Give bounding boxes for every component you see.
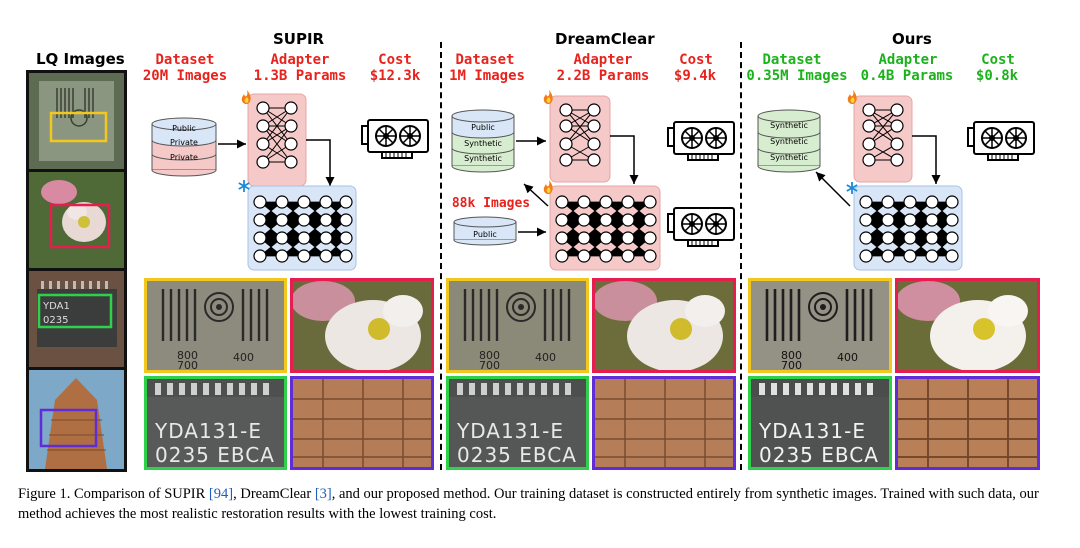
svg-text:0235: 0235 [43, 315, 68, 326]
dreamclear-dataset-value: 1M Images [449, 68, 525, 84]
dreamclear-chip-line-1: YDA131-E [457, 419, 564, 443]
supir-chip-line-2: 0235 EBCA [155, 443, 275, 467]
svg-text:Public: Public [473, 230, 497, 239]
dreamclear-flower-crop [592, 278, 736, 373]
chart-label-700-c: 700 [781, 359, 802, 370]
chart-label-400-a: 400 [233, 351, 254, 364]
chart-label-400-b: 400 [535, 351, 556, 364]
supir-flower-crop [290, 278, 434, 373]
divider-left [440, 42, 442, 470]
lq-images-title: LQ Images [36, 50, 125, 68]
dreamclear-chip-line-2: 0235 EBCA [457, 443, 577, 467]
ours-adapter-label: Adapter [878, 52, 938, 68]
ours-dataset-label: Dataset [762, 52, 822, 68]
lq-image-flower [29, 172, 124, 268]
supir-db-row-3: Private [170, 153, 198, 162]
lq-image-chip: YDA1 0235 [29, 271, 124, 367]
ours-flower-crop [895, 278, 1040, 373]
supir-dataset-label: Dataset [155, 52, 215, 68]
supir-dataset-value: 20M Images [142, 68, 228, 84]
supir-diagram: Public Private Private [151, 90, 429, 271]
chart-label-400-c: 400 [837, 351, 858, 364]
svg-text:Synthetic: Synthetic [464, 139, 502, 148]
dreamclear-temple-crop [592, 376, 736, 470]
supir-results: 800 700 400 YDA131-E 0235 EBCA [144, 278, 434, 470]
supir-database [151, 117, 217, 177]
svg-text:Synthetic: Synthetic [770, 121, 808, 130]
supir-chip-line-1: YDA131-E [155, 419, 262, 443]
dreamclear-dataset-label: Dataset [455, 52, 515, 68]
dreamclear-adapter-label: Adapter [573, 52, 633, 68]
ours-cost-label: Cost [981, 52, 1015, 68]
supir-cost-label: Cost [378, 52, 412, 68]
supir-chart-crop: 800 700 400 [144, 278, 287, 373]
svg-text:Synthetic: Synthetic [770, 137, 808, 146]
supir-chip-crop: YDA131-E 0235 EBCA [144, 376, 287, 470]
dreamclear-results: 800 700 400 YDA131-E 0235 EBCA [446, 278, 736, 470]
caption-part-1: Figure 1. Comparison of SUPIR [18, 486, 209, 502]
supir-db-row-2: Private [170, 138, 198, 147]
lq-image-strip: YDA1 0235 [26, 70, 127, 472]
ours-title: Ours [892, 30, 932, 48]
dreamclear-cost-value: $9.4k [673, 68, 717, 84]
caption-part-2: , DreamClear [233, 486, 315, 502]
supir-title: SUPIR [273, 30, 325, 48]
lq-image-temple [29, 370, 124, 469]
dreamclear-adapter-value: 2.2B Params [556, 68, 650, 84]
chart-label-800-c: 800 [781, 349, 802, 362]
dreamclear-diagram: Public Synthetic Synthetic Public [451, 90, 735, 271]
supir-temple-crop [290, 376, 434, 470]
ours-diagram: Synthetic Synthetic Synthetic [757, 90, 1035, 271]
divider-right [740, 42, 742, 470]
ours-chip-line-1: YDA131-E [759, 419, 866, 443]
caption-ref-3[interactable]: [3] [314, 486, 332, 502]
supir-gpu-icon [361, 119, 429, 159]
ours-dataset-value: 0.35M Images [746, 68, 848, 84]
ours-cost-value: $0.8k [975, 68, 1019, 84]
supir-adapter-value: 1.3B Params [253, 68, 347, 84]
ours-chip-crop: YDA131-E 0235 EBCA [748, 376, 892, 470]
svg-text:Synthetic: Synthetic [464, 154, 502, 163]
ours-chart-crop: 800 700 400 [748, 278, 892, 373]
caption-ref-94[interactable]: [94] [208, 486, 234, 502]
svg-text:Public: Public [471, 123, 495, 132]
chart-label-700-a: 700 [177, 359, 198, 370]
svg-text:YDA1: YDA1 [42, 301, 70, 312]
supir-cost-value: $12.3k [369, 68, 421, 84]
ours-adapter-value: 0.4B Params [860, 68, 954, 84]
chart-label-700-b: 700 [479, 359, 500, 370]
dreamclear-chip-crop: YDA131-E 0235 EBCA [446, 376, 589, 470]
dreamclear-extra-label: 88k Images [451, 196, 531, 211]
dreamclear-chart-crop: 800 700 400 [446, 278, 589, 373]
lq-image-chart [29, 73, 124, 169]
ours-chip-line-2: 0235 EBCA [759, 443, 879, 467]
ours-temple-crop [895, 376, 1040, 470]
chart-label-800-b: 800 [479, 349, 500, 362]
figure-caption: Figure 1. Comparison of SUPIR [94], Drea… [18, 484, 1063, 524]
supir-db-row-1: Public [172, 124, 196, 133]
svg-text:Synthetic: Synthetic [770, 153, 808, 162]
ours-results: 800 700 400 YDA131-E 0235 EBCA [748, 278, 1040, 470]
caption-part-3: , and our proposed method. Our training … [18, 486, 1039, 522]
dreamclear-cost-label: Cost [679, 52, 713, 68]
dreamclear-title: DreamClear [555, 30, 655, 48]
supir-adapter-label: Adapter [270, 52, 330, 68]
chart-label-800-a: 800 [177, 349, 198, 362]
